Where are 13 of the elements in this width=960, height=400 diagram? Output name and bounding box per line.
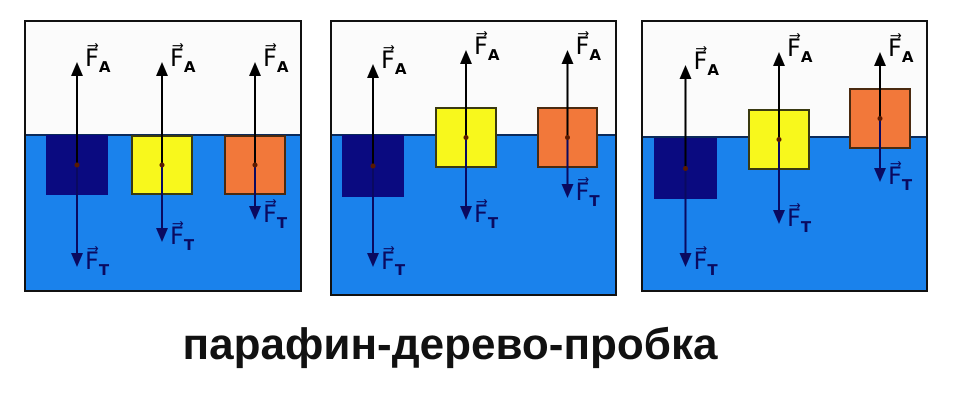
block — [654, 138, 717, 199]
block — [342, 135, 404, 197]
block — [537, 107, 598, 168]
block — [748, 109, 810, 170]
block — [131, 135, 193, 195]
caption: парафин-дерево-пробка — [182, 320, 719, 370]
block — [46, 135, 108, 195]
water-vessel — [641, 20, 928, 292]
water-vessel — [24, 20, 302, 292]
water-vessel — [330, 20, 617, 296]
block — [849, 88, 911, 149]
block — [224, 135, 286, 195]
block — [435, 107, 497, 168]
